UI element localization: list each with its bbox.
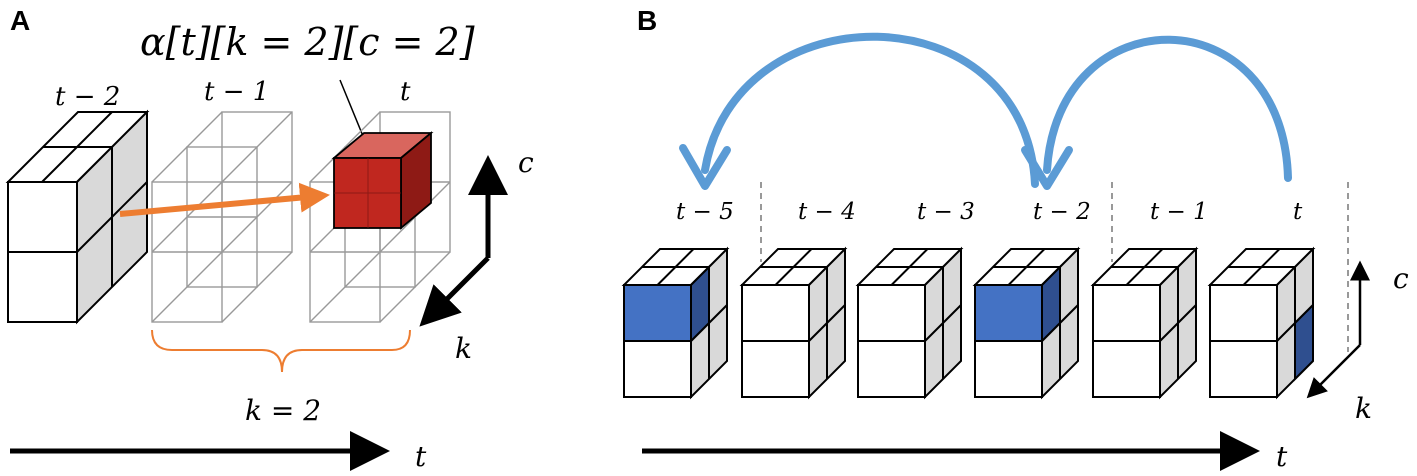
cube-column-a-t-minus-1 (151, 111, 293, 323)
axis-k-label-a: k (455, 332, 472, 365)
panel-b-label: B (637, 5, 657, 36)
alpha-formula: α[t][k = 2][c = 2] (140, 20, 475, 64)
panel-a-label: A (10, 5, 30, 36)
cube-face (857, 284, 926, 342)
time-label-b-t: t (1293, 199, 1303, 225)
time-label-a-t: t (400, 77, 411, 107)
cube-face (1209, 284, 1278, 342)
cube-column-b-t-minus-3 (855, 246, 964, 400)
time-axis-label-b: t (1276, 440, 1288, 473)
column-separators (760, 182, 1349, 352)
time-label-b-t-minus-1: t − 1 (1150, 199, 1208, 225)
cube-face (741, 284, 810, 342)
panel-a: A α[t][k = 2][c = 2] t − 2 t − 1 t (5, 5, 534, 473)
time-label-b-t-minus-3: t − 3 (917, 199, 975, 225)
dilation-arrowhead-t2 (1021, 146, 1073, 190)
cube-column-b-t-minus-4 (739, 246, 848, 400)
time-label-b-t-minus-2: t − 2 (1033, 199, 1091, 225)
dilation-arrow-t2-to-t5 (701, 32, 1039, 188)
time-label-b-t-minus-4: t − 4 (798, 199, 856, 225)
brace-k2 (151, 329, 411, 373)
time-label-a-t-minus-1: t − 1 (204, 77, 269, 107)
cube-column-a-t (309, 111, 451, 323)
highlighted-blue-cell (974, 284, 1043, 342)
axis-k-label-b: k (1355, 392, 1372, 425)
cube-face (1092, 284, 1161, 342)
dilation-arrowhead-t5 (679, 144, 731, 190)
cube-column-b-t-minus-5 (621, 246, 730, 400)
time-label-a-t-minus-2: t − 2 (55, 82, 120, 112)
axis-c-label-b: c (1393, 262, 1409, 295)
axis-k-arrow-b (1306, 344, 1361, 399)
time-label-b-t-minus-5: t − 5 (676, 199, 734, 225)
time-axis-label-a: t (415, 440, 427, 473)
orange-arrow (119, 182, 330, 217)
axis-c-label-a: c (518, 146, 534, 179)
cube-column-b-t (1207, 246, 1316, 400)
highlighted-blue-cell (1294, 302, 1314, 382)
axis-k-arrow-a (419, 256, 490, 327)
cube-column-b-t-minus-2 (972, 246, 1081, 400)
highlighted-blue-cell (623, 284, 692, 342)
cube-column-b-t-minus-1 (1090, 246, 1199, 400)
dilation-arrow-t-to-t2 (1043, 35, 1292, 182)
brace-label-k2: k = 2 (245, 394, 321, 427)
cube-column-a-t-minus-2 (5, 109, 150, 325)
highlighted-red-cell (331, 131, 434, 230)
cube-columns-b (621, 246, 1316, 400)
panel-b: B t − 5 t − 4 t − 3 t − 2 t − 1 t c k t (621, 5, 1409, 473)
